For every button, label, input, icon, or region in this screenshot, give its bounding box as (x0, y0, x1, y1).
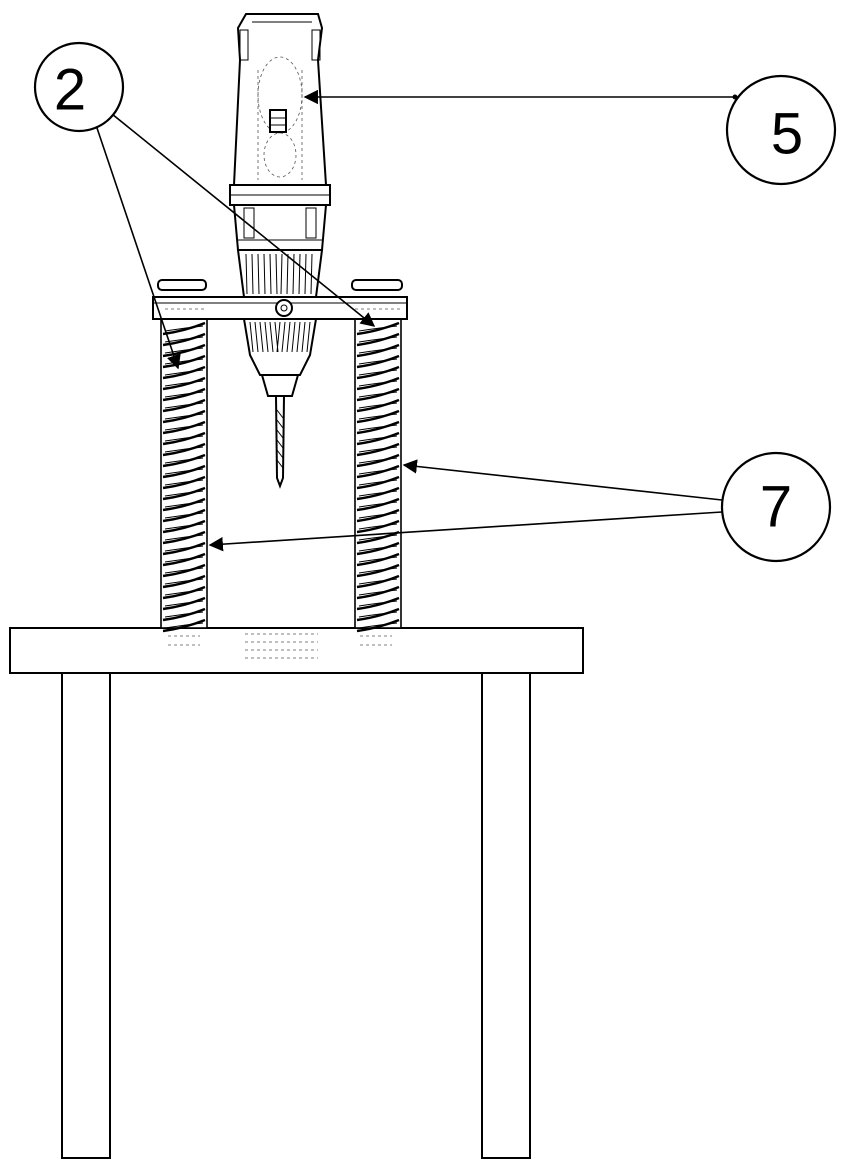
spring-cap-right (351, 279, 403, 291)
leader-7-upper (402, 459, 723, 501)
trigger-switch (269, 109, 287, 133)
leader-7-lower (208, 511, 723, 552)
drill-bit (274, 395, 286, 489)
leader-lines (96, 89, 738, 552)
callout-5: 5 (725, 74, 837, 186)
ref-label-7: 7 (760, 475, 792, 540)
spring-left (160, 318, 208, 633)
chuck-nose (260, 374, 300, 397)
callout-7: 7 (720, 451, 832, 563)
clamp-screw (275, 299, 293, 317)
table-top-markings (168, 633, 392, 659)
ref-label-5: 5 (771, 102, 803, 167)
table (9, 627, 584, 1159)
spring-right (354, 318, 402, 633)
spring-cap-left (157, 279, 207, 291)
drill-gearbox (232, 204, 328, 251)
table-leg-left (61, 672, 111, 1159)
drill-chuck (242, 318, 318, 376)
ref-label-2: 2 (54, 58, 86, 123)
table-leg-right (481, 672, 531, 1159)
leader-2-right (111, 113, 376, 327)
leader-2-left (96, 127, 181, 370)
callout-2: 2 (33, 41, 125, 133)
cross-plate (152, 279, 408, 320)
drill (229, 13, 331, 489)
table-top (9, 627, 584, 674)
